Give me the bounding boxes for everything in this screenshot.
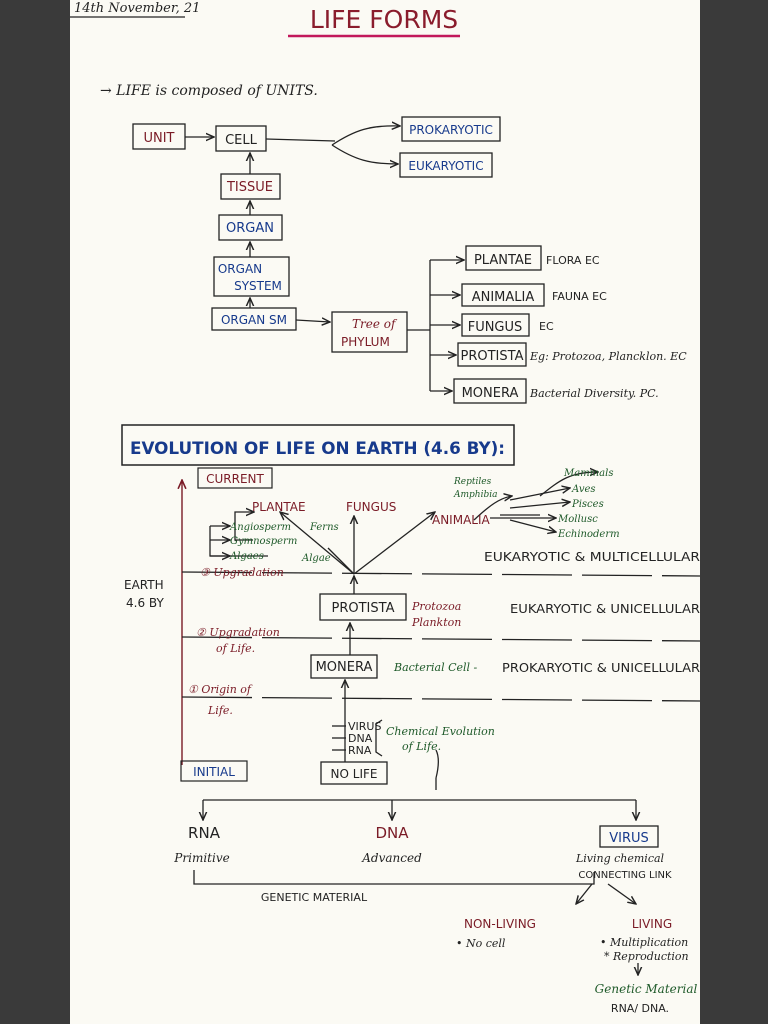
kingdom-plantae-note: FLORA EC: [546, 254, 600, 267]
amphibia-label: Amphibia: [453, 490, 497, 500]
kingdom-monera: MONERA: [462, 386, 519, 401]
kingdom-fungus: FUNGUS: [468, 320, 523, 335]
plant-group-2: Gymnosperm: [230, 536, 297, 547]
band3-label: PROKARYOTIC & UNICELLULAR: [502, 661, 700, 675]
protozoa-label-2: Plankton: [411, 616, 461, 629]
protozoa-label-1: Protozoa: [411, 600, 461, 613]
stage1-label-2: Life.: [207, 704, 233, 717]
genetic-material-note-2: RNA/ DNA.: [611, 1002, 669, 1015]
fungus-node: FUNGUS: [346, 500, 396, 514]
virus-stage: VIRUS: [348, 720, 381, 733]
animal-group-5: Echinoderm: [557, 529, 620, 540]
earth-label-1: EARTH: [124, 578, 164, 592]
tissue-label: TISSUE: [226, 180, 273, 195]
living-point-1: • Multiplication: [600, 936, 688, 949]
kingdom-monera-note: Bacterial Diversity. PC.: [529, 387, 659, 400]
tree-label-2: PHYLUM: [341, 335, 390, 349]
kingdom-animalia-note: FAUNA EC: [552, 290, 607, 303]
nonliving-label: NON-LIVING: [464, 917, 536, 931]
dna-genetic: DNA: [375, 824, 409, 842]
prokaryotic-label: PROKARYOTIC: [409, 123, 493, 137]
ferns-label: Ferns: [309, 522, 339, 533]
notebook-page: 14th November, 21 LIFE FORMS → LIFE is c…: [70, 0, 700, 1024]
rna-genetic: RNA: [188, 824, 221, 842]
band2-label: EUKARYOTIC & UNICELLULAR: [510, 602, 700, 616]
stage3-label: ③ Upgradation: [200, 566, 284, 579]
eukaryotic-label: EUKARYOTIC: [408, 159, 483, 173]
rna-stage: RNA: [348, 744, 372, 757]
stage1-label-1: ① Origin of: [188, 683, 253, 696]
kingdom-protista-note: Eg: Protozoa, Plancklon. EC: [529, 350, 687, 363]
kingdom-plantae: PLANTAE: [474, 253, 532, 268]
dna-stage: DNA: [348, 732, 373, 745]
organ-system-label-1: ORGAN: [218, 262, 262, 276]
chem-evolution-1: Chemical Evolution: [386, 725, 495, 738]
evolution-heading-box: [121, 424, 515, 466]
living-label: LIVING: [632, 917, 672, 931]
nonliving-point: • No cell: [456, 937, 506, 950]
monera-node: MONERA: [316, 660, 373, 675]
protista-node: PROTISTA: [332, 601, 395, 616]
algae-label: Algae: [301, 553, 331, 564]
plant-group-1: Angiosperm: [229, 522, 291, 533]
virus-living-chemical: Living chemical: [575, 852, 665, 865]
animal-group-4: Mollusc: [557, 514, 598, 525]
tree-label-1: Tree of: [352, 317, 398, 331]
animal-group-2: Aves: [571, 484, 596, 495]
evolution-heading: EVOLUTION OF LIFE ON EARTH (4.6 BY):: [130, 439, 505, 459]
page-date: 14th November, 21: [74, 1, 200, 16]
living-point-2: * Reproduction: [604, 950, 689, 963]
nolife-node: NO LIFE: [331, 767, 378, 781]
unit-label: UNIT: [143, 131, 174, 146]
virus-connecting-link: CONNECTING LINK: [578, 870, 672, 881]
genetic-material-note-1: Genetic Material: [595, 982, 698, 996]
kingdom-fungus-note: EC: [539, 320, 554, 333]
genetic-material-label: GENETIC MATERIAL: [261, 891, 368, 904]
chem-evolution-2: of Life.: [402, 740, 441, 753]
virus-genetic: VIRUS: [609, 831, 649, 846]
animalia-node: ANIMALIA: [432, 513, 491, 527]
current-label: CURRENT: [206, 472, 264, 486]
organ-system-label-2: SYSTEM: [234, 279, 282, 293]
kingdom-animalia: ANIMALIA: [472, 290, 535, 305]
intro-line: → LIFE is composed of UNITS.: [100, 83, 318, 99]
plant-group-3: Algaes: [229, 551, 264, 562]
organ-label: ORGAN: [226, 221, 274, 236]
reptiles-label: Reptiles: [453, 477, 492, 487]
bacterial-label: Bacterial Cell -: [393, 661, 478, 674]
stage2-label-2: of Life.: [216, 642, 255, 655]
dna-advanced: Advanced: [361, 851, 422, 865]
earth-label-2: 4.6 BY: [126, 596, 164, 610]
animal-group-3: Pisces: [571, 499, 604, 510]
plantae-node: PLANTAE: [252, 500, 306, 514]
band1-label: EUKARYOTIC & MULTICELLULAR: [484, 550, 700, 564]
kingdom-protista: PROTISTA: [461, 349, 524, 364]
initial-label: INITIAL: [193, 765, 235, 779]
page-title: LIFE FORMS: [310, 5, 458, 34]
notes-diagram: 14th November, 21 LIFE FORMS → LIFE is c…: [70, 1, 700, 1015]
rna-primitive: Primitive: [173, 851, 229, 865]
organism-label: ORGAN SM: [221, 313, 287, 327]
animal-group-1: Mammals: [563, 468, 613, 479]
cell-label: CELL: [225, 133, 258, 148]
stage2-label-1: ② Upgradation: [196, 626, 280, 639]
